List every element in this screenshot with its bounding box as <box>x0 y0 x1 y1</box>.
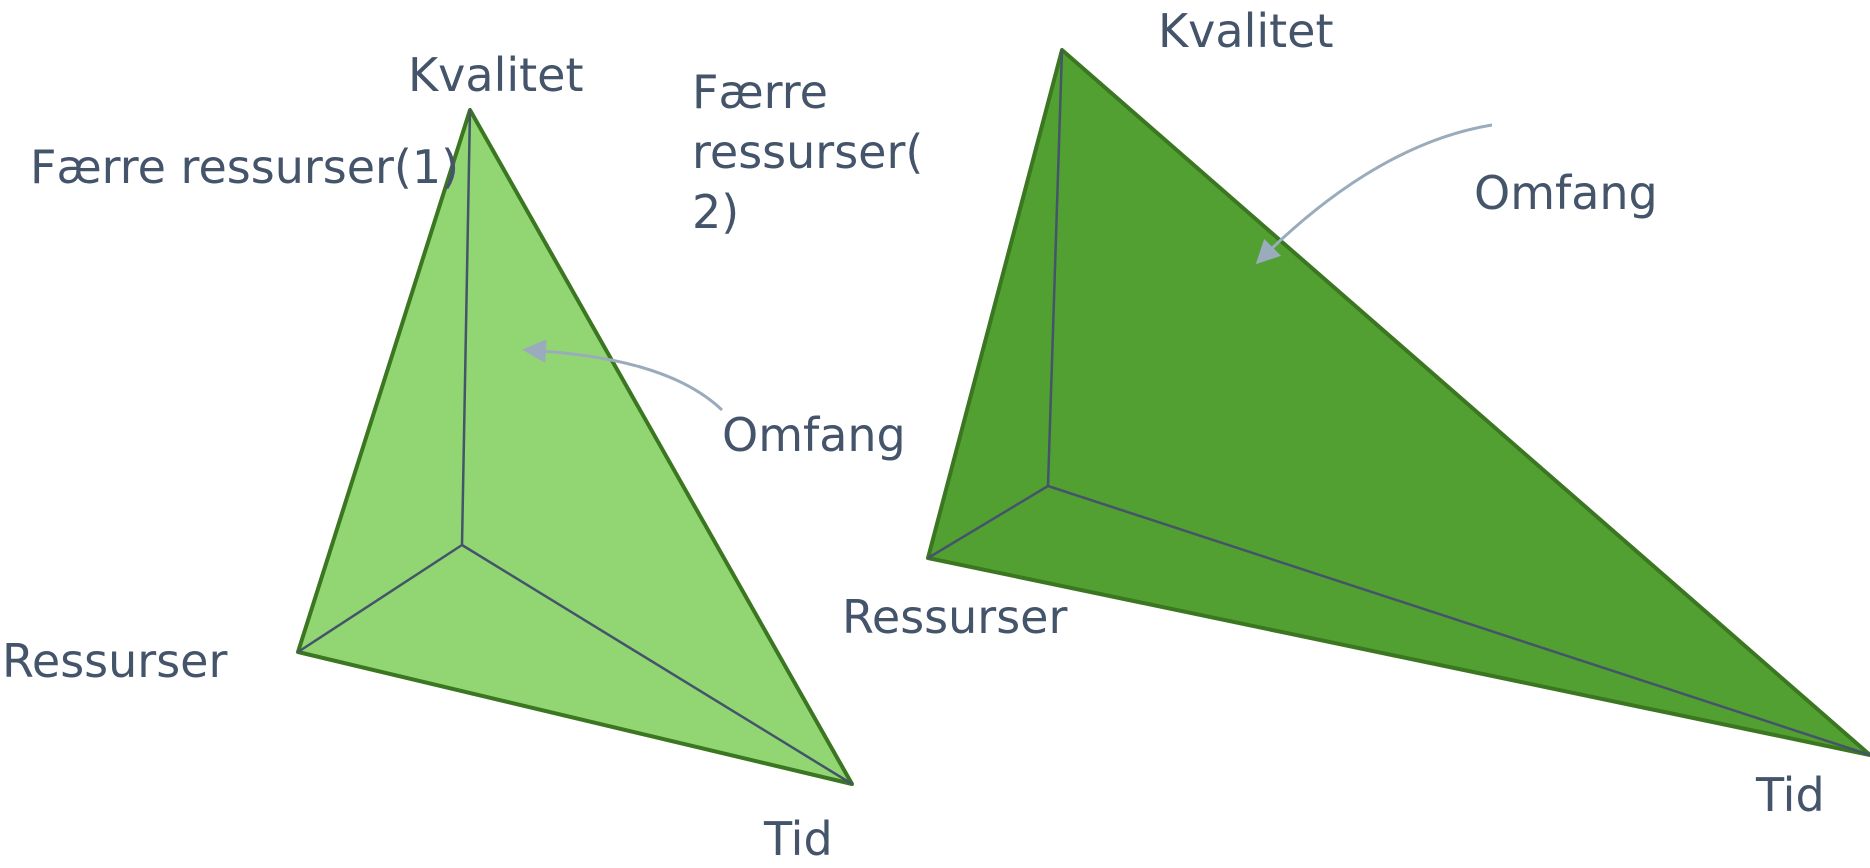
right-scope-label: Omfang <box>1474 166 1658 220</box>
left-pyramid-edge-right <box>461 543 853 786</box>
right-pyramid-edge-apex <box>1046 49 1064 487</box>
left-pyramid-face <box>296 108 854 786</box>
right-scope-arrow <box>1255 123 1493 265</box>
right-top-label: Kvalitet <box>1158 4 1334 58</box>
right-pyramid-edge-left <box>927 484 1049 560</box>
right-pyramid <box>926 48 1870 757</box>
left-fewer-resources-label: Færre ressurser(1) <box>30 140 460 194</box>
right-fewer-resources-label: Færre ressurser( 2) <box>692 65 924 239</box>
right-pyramid-edge-right <box>1047 484 1870 757</box>
left-scope-label: Omfang <box>722 408 906 462</box>
left-pyramid-edge-left <box>297 543 463 654</box>
right-resources-label: Ressurser <box>842 590 1068 644</box>
left-scope-arrow <box>522 339 724 412</box>
left-pyramid <box>296 108 854 786</box>
left-pyramid-edge-apex <box>460 109 472 546</box>
left-time-label: Tid <box>764 812 833 866</box>
left-top-label: Kvalitet <box>408 48 584 102</box>
right-pyramid-face <box>926 48 1870 757</box>
right-time-label: Tid <box>1756 768 1825 822</box>
left-resources-label: Ressurser <box>2 634 228 688</box>
